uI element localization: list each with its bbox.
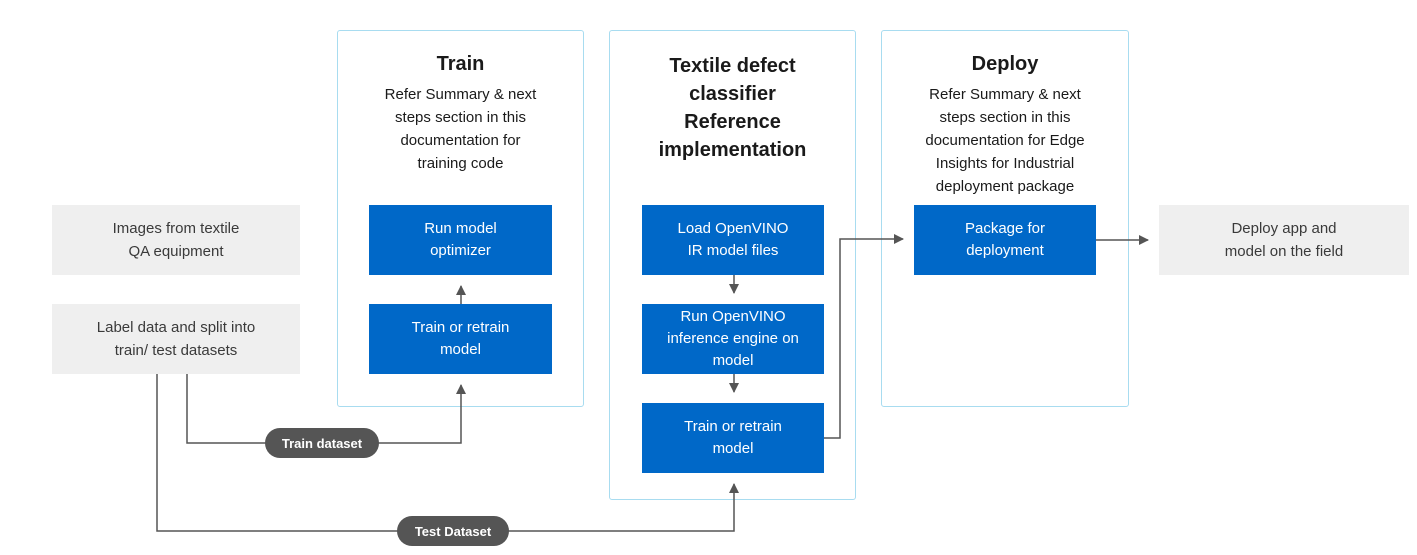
classifier-retrain-box: Train or retrain model xyxy=(642,403,824,473)
train-dataset-pill: Train dataset xyxy=(265,428,379,458)
test-dataset-line xyxy=(156,374,739,532)
train-panel-description: Refer Summary & next steps section in th… xyxy=(384,86,537,172)
package-deployment-box: Package for deployment xyxy=(914,205,1096,275)
train-retrain-model-box: Train or retrain model xyxy=(369,304,552,374)
deploy-app-box: Deploy app and model on the field xyxy=(1159,205,1409,275)
train-panel-title: Train xyxy=(436,53,485,75)
label-data-box: Label data and split into train/ test da… xyxy=(52,304,300,374)
run-inference-box: Run OpenVINO inference engine on model xyxy=(642,304,824,374)
load-openvino-box: Load OpenVINO IR model files xyxy=(642,205,824,275)
images-source-box: Images from textile QA equipment xyxy=(52,205,300,275)
run-model-optimizer-box: Run model optimizer xyxy=(369,205,552,275)
test-dataset-pill: Test Dataset xyxy=(397,516,509,546)
classifier-panel-title: Textile defect classifier Reference impl… xyxy=(658,55,807,161)
deploy-panel-description: Refer Summary & next steps section in th… xyxy=(925,86,1085,195)
retrain-to-package-line xyxy=(824,234,904,439)
deploy-panel-title: Deploy xyxy=(971,53,1039,75)
